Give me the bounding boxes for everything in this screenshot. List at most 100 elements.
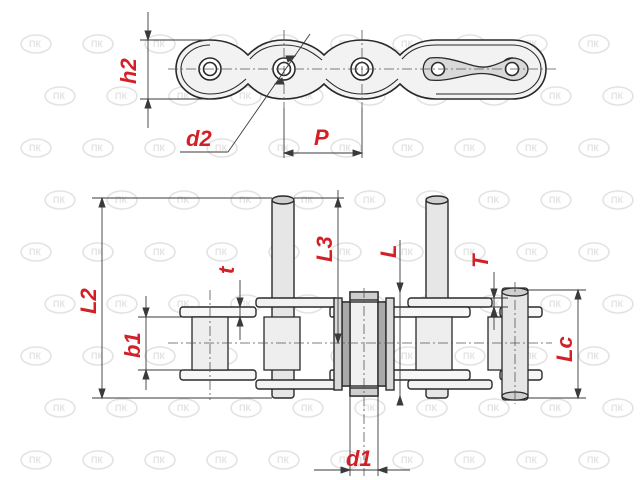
watermark-logo: ПК	[82, 138, 114, 158]
watermark-logo: ПК	[578, 346, 610, 366]
svg-text:ПК: ПК	[29, 455, 41, 465]
watermark-logo: ПК	[106, 86, 138, 106]
svg-text:ПК: ПК	[91, 455, 103, 465]
svg-text:ПК: ПК	[525, 455, 537, 465]
svg-text:ПК: ПК	[115, 91, 127, 101]
label-L: L	[376, 245, 401, 258]
watermark-logo: ПК	[540, 86, 572, 106]
outer-plates	[255, 297, 493, 390]
svg-text:ПК: ПК	[463, 455, 475, 465]
svg-text:ПК: ПК	[91, 39, 103, 49]
watermark-logo: ПК	[578, 138, 610, 158]
svg-text:ПК: ПК	[611, 403, 623, 413]
svg-text:ПК: ПК	[549, 403, 561, 413]
svg-text:ПК: ПК	[587, 39, 599, 49]
label-T: T	[468, 253, 493, 268]
svg-text:ПК: ПК	[339, 143, 351, 153]
watermark-logo: ПК	[82, 242, 114, 262]
svg-text:ПК: ПК	[587, 455, 599, 465]
svg-text:ПК: ПК	[525, 351, 537, 361]
label-d2: d2	[186, 126, 212, 151]
svg-text:ПК: ПК	[177, 195, 189, 205]
svg-text:ПК: ПК	[463, 351, 475, 361]
watermark-logo: ПК	[540, 190, 572, 210]
svg-text:ПК: ПК	[339, 247, 351, 257]
watermark-logo: ПК	[602, 190, 634, 210]
watermark-logo: ПК	[540, 398, 572, 418]
svg-text:ПК: ПК	[29, 247, 41, 257]
label-b1: b1	[120, 332, 145, 358]
svg-text:ПК: ПК	[215, 143, 227, 153]
svg-text:ПК: ПК	[29, 351, 41, 361]
watermark-logo: ПК	[416, 398, 448, 418]
label-L2: L2	[76, 288, 101, 314]
svg-text:ПК: ПК	[339, 455, 351, 465]
label-P: P	[314, 125, 329, 150]
svg-text:ПК: ПК	[215, 247, 227, 257]
dim-h2	[140, 12, 210, 128]
watermark-logo: ПК	[20, 138, 52, 158]
svg-text:ПК: ПК	[115, 195, 127, 205]
watermark-logo: ПК	[20, 242, 52, 262]
dim-b1	[138, 296, 192, 390]
dim-t	[236, 280, 244, 340]
svg-text:ПК: ПК	[425, 403, 437, 413]
svg-text:ПК: ПК	[153, 247, 165, 257]
svg-text:ПК: ПК	[53, 91, 65, 101]
watermark-logo: ПК	[478, 190, 510, 210]
svg-text:ПК: ПК	[153, 455, 165, 465]
svg-text:ПК: ПК	[53, 299, 65, 309]
svg-text:ПК: ПК	[587, 143, 599, 153]
watermark-logo: ПК	[44, 294, 76, 314]
watermark-logo: ПК	[20, 450, 52, 470]
watermark-logo: ПК	[292, 398, 324, 418]
svg-text:ПК: ПК	[549, 195, 561, 205]
svg-text:ПК: ПК	[301, 91, 313, 101]
chain-side-view	[175, 39, 547, 100]
svg-text:ПК: ПК	[239, 195, 251, 205]
watermark-logo: ПК	[206, 450, 238, 470]
svg-text:ПК: ПК	[463, 143, 475, 153]
watermark-logo: ПК	[392, 242, 424, 262]
svg-text:ПК: ПК	[401, 247, 413, 257]
watermark-logo: ПК	[20, 34, 52, 54]
watermark-logo: ПК	[540, 294, 572, 314]
svg-text:ПК: ПК	[115, 403, 127, 413]
watermark-logo: ПК	[82, 34, 114, 54]
svg-text:ПК: ПК	[153, 351, 165, 361]
label-L3: L3	[312, 236, 337, 262]
watermark-logo: ПК	[168, 190, 200, 210]
svg-text:ПК: ПК	[611, 299, 623, 309]
watermark-logo: ПК	[292, 190, 324, 210]
label-h2: h2	[116, 58, 141, 84]
svg-text:ПК: ПК	[277, 143, 289, 153]
svg-text:ПК: ПК	[277, 455, 289, 465]
watermark-logo: ПК	[602, 86, 634, 106]
svg-text:ПК: ПК	[215, 455, 227, 465]
svg-text:ПК: ПК	[301, 403, 313, 413]
dim-d2	[180, 33, 311, 153]
svg-text:ПК: ПК	[177, 403, 189, 413]
svg-text:ПК: ПК	[29, 143, 41, 153]
dim-T	[488, 272, 508, 330]
watermark-logo: ПК	[330, 242, 362, 262]
svg-text:ПК: ПК	[401, 351, 413, 361]
watermark-logo: ПК	[44, 398, 76, 418]
watermark-logo: ПК	[168, 398, 200, 418]
watermark-logo: ПК	[144, 346, 176, 366]
dim-d1	[314, 396, 410, 476]
watermark-logo: ПК	[454, 450, 486, 470]
svg-text:ПК: ПК	[487, 195, 499, 205]
watermark-logo: ПК	[578, 34, 610, 54]
watermark-logo: ПК	[516, 242, 548, 262]
dim-L2	[92, 196, 272, 400]
watermark-logo: ПК	[82, 450, 114, 470]
watermark-logo: ПК	[516, 450, 548, 470]
watermark-logo: ПК	[516, 138, 548, 158]
svg-text:ПК: ПК	[239, 91, 251, 101]
svg-text:ПК: ПК	[91, 351, 103, 361]
watermark-logo: ПК	[144, 450, 176, 470]
watermark-logo: ПК	[392, 450, 424, 470]
watermark-logo: ПК	[354, 398, 386, 418]
